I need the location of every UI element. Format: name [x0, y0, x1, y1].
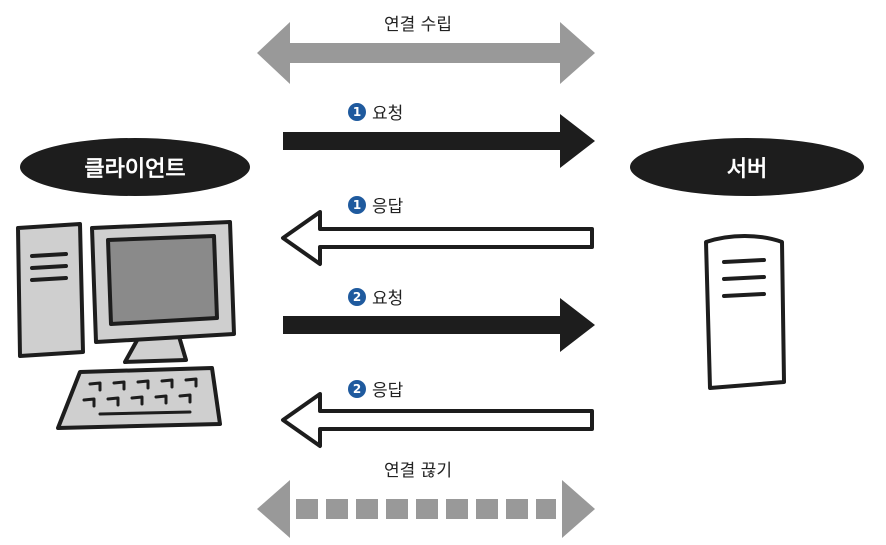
response-2-arrow [281, 392, 594, 448]
request-2-arrow [283, 298, 595, 352]
step-request-2: 2 요청 [348, 284, 403, 309]
client-computer-icon [16, 220, 236, 430]
client-label: 클라이언트 [84, 157, 186, 182]
disconnect-label-text: 연결 끊기 [384, 461, 452, 481]
client-pill: 클라이언트 [20, 138, 250, 196]
step-number-badge: 2 [348, 379, 366, 398]
step-text: 응답 [372, 381, 404, 401]
step-number-badge: 2 [348, 287, 366, 306]
request-1-arrow [283, 114, 595, 168]
connect-label-text: 연결 수립 [384, 15, 452, 35]
step-text: 응답 [372, 197, 404, 217]
disconnect-dashed-arrow [257, 480, 595, 538]
connect-label: 연결 수립 [384, 10, 452, 35]
step-response-2: 2 응답 [348, 376, 403, 401]
step-text: 요청 [372, 289, 404, 309]
connect-double-arrow [257, 22, 595, 84]
server-pill: 서버 [630, 138, 864, 196]
server-icon [704, 234, 786, 390]
disconnect-label: 연결 끊기 [384, 456, 452, 481]
step-number-badge: 1 [348, 102, 366, 121]
step-text: 요청 [372, 104, 404, 124]
response-1-arrow [281, 210, 594, 266]
server-label: 서버 [726, 157, 768, 182]
step-response-1: 1 응답 [348, 192, 403, 217]
step-request-1: 1 요청 [348, 99, 403, 124]
step-number-badge: 1 [348, 195, 366, 214]
